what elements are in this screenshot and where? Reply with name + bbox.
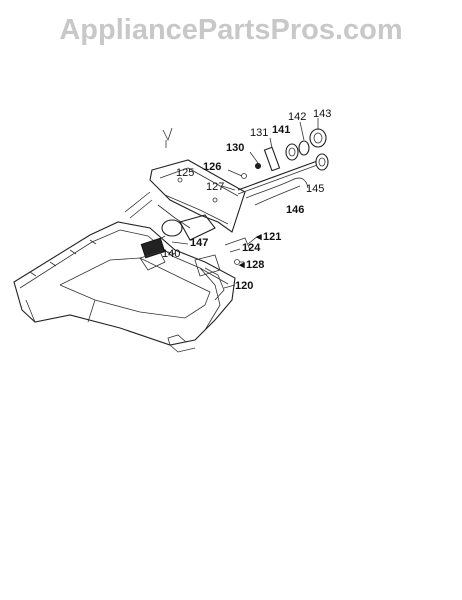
label-130: 130 [226, 142, 244, 154]
label-124: 124 [242, 242, 261, 254]
label-141: 141 [272, 124, 290, 136]
label-125: 125 [176, 167, 194, 179]
label-121-arrow: ◂ [255, 231, 262, 243]
top-bracket [124, 159, 246, 233]
leader-lines [159, 118, 319, 289]
label-127: 127 [206, 181, 224, 193]
label-147: 147 [190, 237, 208, 249]
label-120: 120 [235, 280, 253, 292]
motor-assembly [139, 214, 251, 277]
label-143: 143 [313, 108, 331, 120]
label-121: 121 [263, 231, 281, 243]
shaft-assembly [162, 127, 329, 206]
label-142: 142 [288, 111, 306, 123]
label-128-arrow: ◂ [238, 259, 245, 271]
label-131: 131 [250, 127, 268, 139]
base-housing [13, 221, 236, 353]
label-126: 126 [203, 161, 221, 173]
part-labels: 143 142 131 141 130 126 125 127 145 146 … [162, 108, 331, 292]
site-watermark: AppliancePartsPros.com [59, 14, 403, 46]
label-140: 140 [162, 248, 180, 260]
label-128: 128 [246, 259, 264, 271]
label-145: 145 [306, 183, 324, 195]
label-146: 146 [286, 204, 304, 216]
